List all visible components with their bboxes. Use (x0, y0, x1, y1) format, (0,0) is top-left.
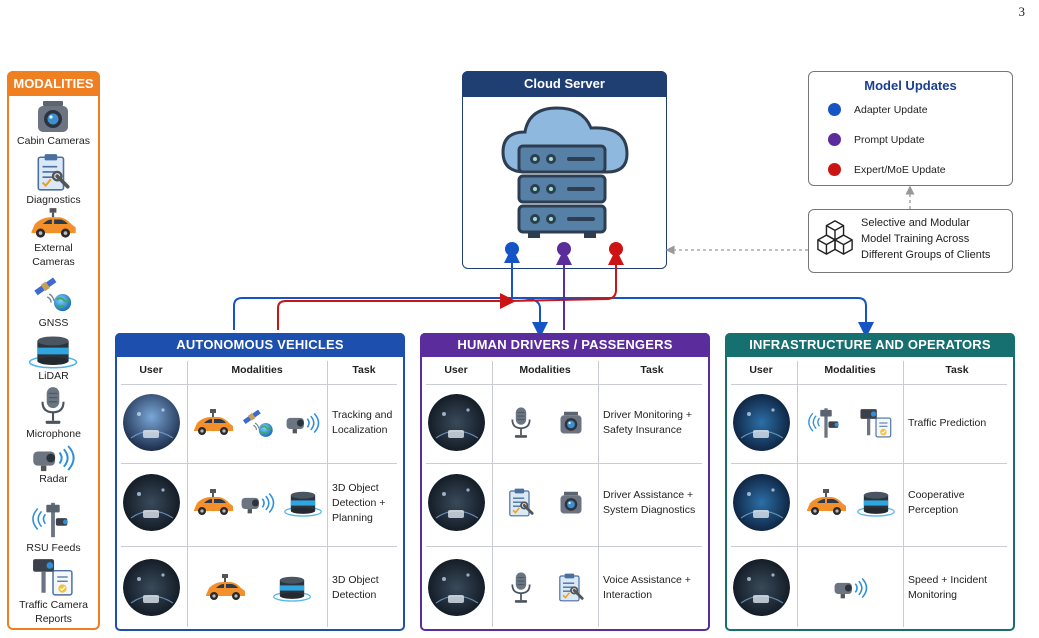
modality-label: LiDAR (38, 370, 69, 382)
table-column-divider (598, 361, 599, 627)
radar-icon (239, 489, 277, 517)
user-avatar (733, 394, 790, 451)
column-header-user: User (749, 364, 773, 376)
modality-label: Cameras (32, 256, 75, 268)
legend-expert-dot (828, 163, 841, 176)
selective-training-text: Selective and Modular Model Training Acr… (861, 217, 991, 261)
column-header-task: Task (640, 364, 664, 376)
modality-label: Diagnostics (26, 194, 81, 206)
table-divider (426, 384, 702, 385)
user-avatar (428, 559, 485, 616)
table-divider (426, 463, 702, 464)
table-divider (731, 384, 1007, 385)
lidar-icon (272, 573, 312, 603)
gnss-satellite-icon (241, 406, 275, 440)
radar-icon (284, 409, 322, 437)
task-label: Driver Monitoring +Safety Insurance (603, 409, 692, 436)
expert-update-dot (609, 242, 623, 256)
table-divider (731, 463, 1007, 464)
user-avatar (123, 394, 180, 451)
column-header-task: Task (945, 364, 969, 376)
selective-training-box (808, 209, 1013, 273)
group-title: HUMAN DRIVERS / PASSENGERS (420, 333, 710, 357)
group-title: INFRASTRUCTURE AND OPERATORS (725, 333, 1015, 357)
task-label: Voice Assistance +Interaction (603, 574, 691, 601)
legend-prompt-label: Prompt Update (854, 134, 925, 146)
group-title: AUTONOMOUS VEHICLES (115, 333, 405, 357)
column-header-user: User (139, 364, 163, 376)
diagnostics-icon (505, 487, 537, 519)
column-header-modalities: Modalities (519, 364, 571, 376)
task-label: Driver Assistance +System Diagnostics (603, 489, 696, 516)
column-header-modalities: Modalities (231, 364, 283, 376)
cloud-server-title: Cloud Server (462, 71, 667, 97)
table-divider (426, 546, 702, 547)
table-divider (121, 463, 397, 464)
modality-label: GNSS (38, 317, 69, 329)
legend-prompt-dot (828, 133, 841, 146)
model-updates-legend (808, 71, 1013, 186)
legend-adapter-dot (828, 103, 841, 116)
user-avatar (123, 474, 180, 531)
modality-label: Cabin Cameras (17, 135, 90, 147)
lidar-icon (283, 488, 323, 518)
external-camera-car-icon (203, 573, 247, 603)
user-avatar (428, 474, 485, 531)
modality-label: RSU Feeds (26, 542, 81, 554)
modular-cubes-icon (816, 218, 854, 256)
rsu-icon (808, 406, 844, 440)
lidar-icon (856, 488, 896, 518)
table-column-divider (903, 361, 904, 627)
modality-label: External (34, 242, 73, 254)
diagnostics-icon (555, 572, 587, 604)
user-avatar (123, 559, 180, 616)
prompt-update-dot (557, 242, 571, 256)
model-updates-title: Model Updates (864, 78, 957, 93)
user-avatar (428, 394, 485, 451)
modality-label: Microphone (26, 428, 81, 440)
traffic-camera-icon (858, 406, 894, 440)
table-divider (731, 546, 1007, 547)
microphone-icon (508, 570, 534, 606)
external-camera-car-icon (804, 488, 848, 518)
user-avatar (733, 474, 790, 531)
radar-icon (832, 574, 870, 602)
legend-adapter-label: Adapter Update (854, 104, 928, 116)
table-column-divider (797, 361, 798, 627)
task-label: Traffic Prediction (908, 416, 987, 429)
column-header-task: Task (352, 364, 376, 376)
table-divider (121, 546, 397, 547)
table-column-divider (327, 361, 328, 627)
table-column-divider (187, 361, 188, 627)
legend-expert-label: Expert/MoE Update (854, 164, 946, 176)
modality-label: Radar (39, 473, 68, 485)
external-camera-car-icon (191, 488, 235, 518)
user-avatar (733, 559, 790, 616)
cabin-camera-icon (557, 490, 585, 516)
cloud-server-icon (501, 106, 629, 238)
adapter-update-dot (505, 242, 519, 256)
table-divider (121, 384, 397, 385)
external-camera-car-icon (191, 408, 235, 438)
modality-label: Traffic Camera (19, 599, 88, 611)
cabin-camera-icon (557, 410, 585, 436)
page-number: 3 (1018, 4, 1026, 19)
microphone-icon (508, 405, 534, 441)
modalities-title: MODALITIES (7, 71, 100, 96)
column-header-modalities: Modalities (824, 364, 876, 376)
column-header-user: User (444, 364, 468, 376)
modality-label: Reports (35, 613, 72, 625)
table-column-divider (492, 361, 493, 627)
